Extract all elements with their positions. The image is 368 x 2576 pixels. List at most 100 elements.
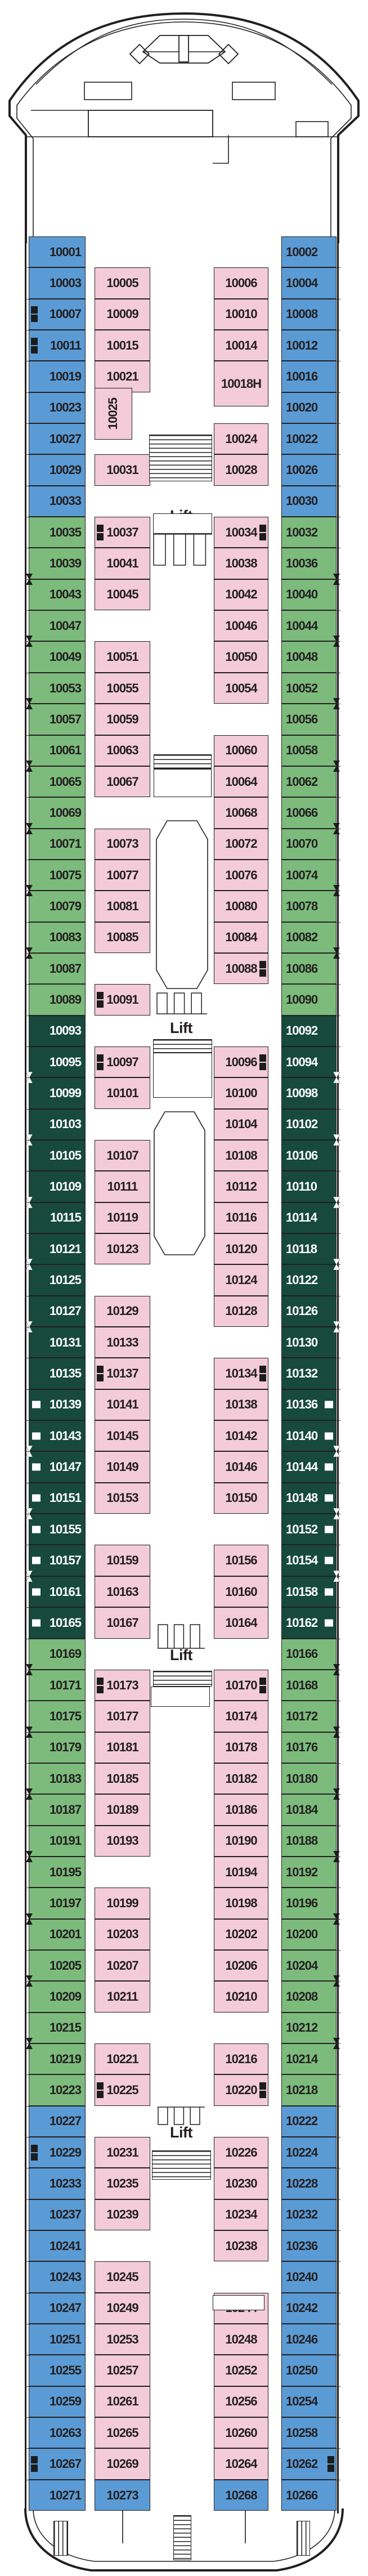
cabin-10045[interactable]: 10045	[95, 579, 150, 611]
cabin-10034[interactable]: 10034	[214, 517, 268, 548]
cabin-10216[interactable]: 10216	[214, 2043, 268, 2075]
cabin-10110[interactable]: 10110	[281, 1171, 336, 1202]
cabin-10043[interactable]: 10043	[29, 579, 86, 611]
cabin-10055[interactable]: 10055	[95, 672, 150, 704]
cabin-10260[interactable]: 10260	[214, 2417, 268, 2449]
cabin-10179[interactable]: 10179	[29, 1732, 86, 1763]
cabin-10161[interactable]: 10161	[29, 1576, 86, 1608]
cabin-10236[interactable]: 10236	[281, 2230, 336, 2262]
cabin-10150[interactable]: 10150	[214, 1482, 268, 1514]
cabin-10227[interactable]: 10227	[29, 2105, 86, 2137]
cabin-10094[interactable]: 10094	[281, 1046, 336, 1078]
cabin-10026[interactable]: 10026	[281, 454, 336, 486]
cabin-10263[interactable]: 10263	[29, 2417, 86, 2449]
cabin-10103[interactable]: 10103	[29, 1108, 86, 1140]
cabin-10168[interactable]: 10168	[281, 1669, 336, 1701]
cabin-10133[interactable]: 10133	[95, 1327, 150, 1358]
cabin-10156[interactable]: 10156	[214, 1545, 268, 1576]
cabin-10243[interactable]: 10243	[29, 2261, 86, 2293]
cabin-10202[interactable]: 10202	[214, 1918, 268, 1950]
cabin-10199[interactable]: 10199	[95, 1888, 150, 1919]
cabin-10242[interactable]: 10242	[281, 2292, 336, 2324]
cabin-10232[interactable]: 10232	[281, 2199, 336, 2231]
cabin-10154[interactable]: 10154	[281, 1545, 336, 1576]
cabin-10027[interactable]: 10027	[29, 423, 86, 455]
cabin-10126[interactable]: 10126	[281, 1295, 336, 1327]
cabin-10240[interactable]: 10240	[281, 2261, 336, 2293]
cabin-10073[interactable]: 10073	[95, 828, 150, 860]
cabin-10065[interactable]: 10065	[29, 766, 86, 798]
cabin-10049[interactable]: 10049	[29, 641, 86, 673]
cabin-10140[interactable]: 10140	[281, 1420, 336, 1452]
cabin-10012[interactable]: 10012	[281, 330, 336, 361]
cabin-10075[interactable]: 10075	[29, 859, 86, 891]
cabin-10024[interactable]: 10024	[214, 423, 268, 455]
cabin-10095[interactable]: 10095	[29, 1046, 86, 1078]
cabin-10053[interactable]: 10053	[29, 672, 86, 704]
cabin-10118[interactable]: 10118	[281, 1233, 336, 1265]
cabin-10021[interactable]: 10021	[95, 361, 150, 392]
cabin-10205[interactable]: 10205	[29, 1949, 86, 1982]
cabin-10048[interactable]: 10048	[281, 641, 336, 673]
cabin-10178[interactable]: 10178	[214, 1732, 268, 1763]
cabin-10070[interactable]: 10070	[281, 828, 336, 860]
cabin-10083[interactable]: 10083	[29, 922, 86, 953]
cabin-10248[interactable]: 10248	[214, 2324, 268, 2355]
cabin-10152[interactable]: 10152	[281, 1514, 336, 1545]
cabin-10180[interactable]: 10180	[281, 1763, 336, 1795]
cabin-10264[interactable]: 10264	[214, 2448, 268, 2480]
cabin-10111[interactable]: 10111	[95, 1171, 150, 1202]
cabin-10104[interactable]: 10104	[214, 1108, 268, 1140]
cabin-10246[interactable]: 10246	[281, 2324, 336, 2355]
cabin-10253[interactable]: 10253	[95, 2324, 150, 2355]
cabin-10039[interactable]: 10039	[29, 548, 86, 579]
cabin-10089[interactable]: 10089	[29, 984, 86, 1016]
cabin-10223[interactable]: 10223	[29, 2074, 86, 2106]
cabin-10082[interactable]: 10082	[281, 922, 336, 953]
cabin-10164[interactable]: 10164	[214, 1607, 268, 1639]
cabin-10032[interactable]: 10032	[281, 517, 336, 548]
cabin-10061[interactable]: 10061	[29, 735, 86, 766]
cabin-10182[interactable]: 10182	[214, 1763, 268, 1795]
cabin-10191[interactable]: 10191	[29, 1825, 86, 1857]
cabin-10131[interactable]: 10131	[29, 1327, 86, 1358]
cabin-10189[interactable]: 10189	[95, 1794, 150, 1826]
cabin-10234[interactable]: 10234	[214, 2199, 268, 2231]
cabin-10163[interactable]: 10163	[95, 1576, 150, 1608]
cabin-10135[interactable]: 10135	[29, 1358, 86, 1389]
cabin-10029[interactable]: 10029	[29, 454, 86, 486]
cabin-10160[interactable]: 10160	[214, 1576, 268, 1608]
cabin-10099[interactable]: 10099	[29, 1077, 86, 1109]
cabin-10014[interactable]: 10014	[214, 330, 268, 361]
cabin-10129[interactable]: 10129	[95, 1295, 150, 1327]
cabin-10250[interactable]: 10250	[281, 2355, 336, 2386]
cabin-10112[interactable]: 10112	[214, 1171, 268, 1202]
cabin-10106[interactable]: 10106	[281, 1140, 336, 1171]
cabin-10171[interactable]: 10171	[29, 1669, 86, 1701]
cabin-10125[interactable]: 10125	[29, 1264, 86, 1296]
cabin-10005[interactable]: 10005	[95, 267, 150, 299]
cabin-10134[interactable]: 10134	[214, 1358, 268, 1389]
cabin-10138[interactable]: 10138	[214, 1389, 268, 1421]
cabin-10057[interactable]: 10057	[29, 704, 86, 735]
cabin-10207[interactable]: 10207	[95, 1949, 150, 1982]
cabin-10015[interactable]: 10015	[95, 330, 150, 361]
cabin-10069[interactable]: 10069	[29, 797, 86, 829]
cabin-10025[interactable]: 10025	[95, 387, 132, 440]
cabin-10273[interactable]: 10273	[95, 2479, 150, 2511]
cabin-10157[interactable]: 10157	[29, 1545, 86, 1576]
cabin-10041[interactable]: 10041	[95, 548, 150, 579]
cabin-10086[interactable]: 10086	[281, 952, 336, 985]
cabin-10071[interactable]: 10071	[29, 828, 86, 860]
cabin-10159[interactable]: 10159	[95, 1545, 150, 1576]
cabin-10144[interactable]: 10144	[281, 1451, 336, 1483]
cabin-10119[interactable]: 10119	[95, 1202, 150, 1234]
cabin-10153[interactable]: 10153	[95, 1482, 150, 1514]
cabin-10036[interactable]: 10036	[281, 548, 336, 579]
cabin-10255[interactable]: 10255	[29, 2355, 86, 2386]
cabin-10011[interactable]: 10011	[29, 330, 86, 361]
cabin-10162[interactable]: 10162	[281, 1607, 336, 1639]
cabin-10233[interactable]: 10233	[29, 2168, 86, 2199]
cabin-10211[interactable]: 10211	[95, 1981, 150, 2012]
cabin-10193[interactable]: 10193	[95, 1825, 150, 1857]
